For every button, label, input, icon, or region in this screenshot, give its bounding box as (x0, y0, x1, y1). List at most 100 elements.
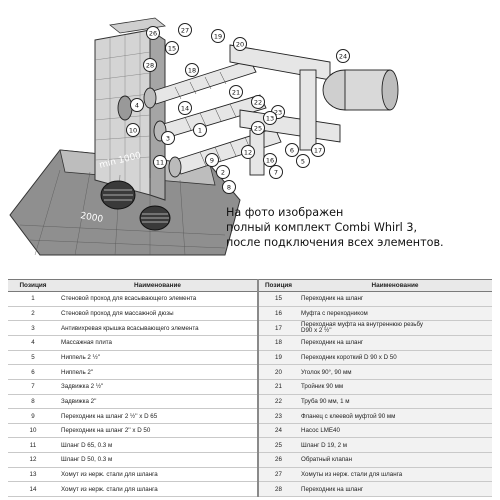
name-left-cell: Переходник на шланг 2'' x D 50 (58, 423, 258, 439)
callout-label: 25 (254, 124, 262, 132)
callout-24: 24 (336, 49, 350, 63)
callout-label: 3 (166, 134, 170, 142)
callout-label: 12 (244, 148, 252, 156)
callout-5: 5 (296, 154, 310, 168)
name-right-cell: Уголок 90°, 90 мм (298, 364, 492, 380)
callout-label: 22 (254, 98, 262, 106)
position-right-cell: 21 (257, 379, 298, 395)
name-left-cell: Шланг D 50, 0.3 м (58, 452, 258, 468)
name-right-cell: Труба 90 мм, 1 м (298, 394, 492, 410)
position-left-cell: 3 (8, 320, 58, 337)
callout-8: 8 (222, 180, 236, 194)
name-right-cell: Тройник 90 мм (298, 379, 492, 395)
callout-label: 26 (149, 29, 157, 37)
position-left-cell: 9 (8, 408, 58, 424)
name-left-cell: Массажная плита (58, 335, 258, 351)
name-left-cell: Стеновой проход для массажной дюзы (58, 306, 258, 322)
position-right-cell: 15 (257, 291, 298, 307)
position-left-cell: 2 (8, 306, 58, 322)
callout-label: 4 (135, 101, 139, 109)
callout-label: 17 (314, 146, 322, 154)
callout-label: 16 (266, 156, 274, 164)
callout-label: 11 (156, 158, 164, 166)
caption-line-1: На фото изображен (226, 206, 344, 219)
callout-1: 1 (193, 123, 207, 137)
callout-label: 19 (214, 32, 222, 40)
position-right-cell: 23 (257, 408, 298, 424)
position-right-cell: 16 (257, 306, 298, 322)
callout-15: 15 (165, 41, 179, 55)
pipework (117, 44, 399, 178)
parts-table: Позиция Наименование Позиция Наименовани… (8, 279, 492, 497)
callout-label: 9 (210, 156, 214, 164)
position-left-cell: 8 (8, 394, 58, 410)
name-left-cell: Ниппель 2'' (58, 364, 258, 380)
callout-11: 11 (153, 155, 167, 169)
callout-28: 28 (143, 58, 157, 72)
position-left-cell: 7 (8, 379, 58, 395)
caption-line-3: после подключения всех элементов. (226, 236, 444, 249)
name-left-cell: Задвижка 2'' (58, 394, 258, 410)
name-left-cell: Антивихревая крышка всасывающего элемент… (58, 320, 258, 337)
name-left-cell: Задвижка 2 ½'' (58, 379, 258, 395)
position-left-cell: 4 (8, 335, 58, 351)
callout-label: 7 (274, 168, 278, 176)
name-right-line-2: D90 x 2 ½'' (301, 327, 332, 335)
callout-label: 23 (274, 108, 282, 116)
callout-10: 10 (126, 123, 140, 137)
position-right-cell: 27 (257, 467, 298, 483)
name-right-cell: Переходник на шланг (298, 335, 492, 351)
callout-label: 5 (301, 157, 305, 165)
callout-16: 16 (263, 153, 277, 167)
position-right-cell: 25 (257, 437, 298, 454)
callout-label: 28 (146, 61, 154, 69)
callout-7: 7 (269, 165, 283, 179)
name-left-cell: Шланг D 65, 0.3 м (58, 437, 258, 454)
installation-drawing: min 1000 2000 (9, 17, 399, 256)
position-right-cell: 22 (257, 394, 298, 410)
header-position-left: Позиция (8, 279, 58, 292)
name-right-cell: Фланец с клеевой муфтой 90 мм (298, 408, 492, 424)
callout-13: 13 (263, 111, 277, 125)
position-left-cell: 13 (8, 467, 58, 483)
position-right-cell: 24 (257, 423, 298, 439)
name-right-cell: Насос LME40 (298, 423, 492, 439)
callout-27: 27 (178, 23, 192, 37)
position-left-cell: 12 (8, 452, 58, 468)
callout-9: 9 (205, 153, 219, 167)
caption-line-2: полный комплект Combi Whirl 3, (226, 221, 418, 234)
position-right-cell: 28 (257, 481, 298, 497)
callout-22: 22 (251, 95, 265, 109)
position-right-cell: 18 (257, 335, 298, 351)
position-left-cell: 14 (8, 481, 58, 497)
name-left-cell: Ниппель 2 ½'' (58, 350, 258, 366)
name-right-cell: Хомуты из нерж. стали для шланга (298, 467, 492, 483)
callout-12: 12 (241, 145, 255, 159)
callout-17: 17 (311, 143, 325, 157)
name-right-cell: Переходник на шланг (298, 481, 492, 497)
callout-3: 3 (161, 131, 175, 145)
callout-label: 2 (221, 168, 225, 176)
position-left-cell: 11 (8, 437, 58, 454)
callout-label: 6 (290, 146, 294, 154)
callout-25: 25 (251, 121, 265, 135)
callout-label: 20 (236, 40, 244, 48)
callout-6: 6 (285, 143, 299, 157)
callout-label: 14 (181, 104, 189, 112)
position-left-cell: 10 (8, 423, 58, 439)
pool-wall: min 1000 2000 (9, 17, 241, 256)
name-right-line-1: Переходная муфта на внутреннюю резьбу (301, 320, 423, 328)
callout-label: 27 (181, 26, 189, 34)
name-left-cell: Переходник на шланг 2 ½'' x D 65 (58, 408, 258, 424)
